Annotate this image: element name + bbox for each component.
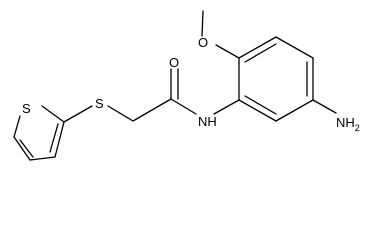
bond-benzene-c2-c3-inner (244, 43, 277, 63)
amide-nh-label: NH (198, 114, 217, 129)
amino-nh2-label: NH2 (336, 115, 360, 133)
bond-thiophene-c2-s (41, 105, 65, 123)
thiophene-ring (13, 105, 65, 161)
bond-benzene-c6-c1-inner (244, 95, 277, 115)
bond-thiophene-s-c5 (13, 115, 21, 138)
bond-benzene-c3-c4 (275, 36, 314, 59)
bond-thiophene-c3-c2 (54, 121, 65, 158)
methoxy-group (201, 10, 240, 59)
bond-benzene-c2-c3 (238, 36, 277, 59)
thioether-sulfur-label: S (95, 96, 104, 111)
bond-n-aryl (213, 99, 240, 115)
bond-o-methyl (201, 10, 204, 37)
bond-thiophene-c5-c4-inner (19, 139, 34, 158)
benzene-ring (238, 36, 314, 122)
bond-aryl-o-methoxy (215, 44, 240, 59)
bond-s-ch2 (107, 105, 134, 122)
bond-benzene-c6-c1 (238, 99, 277, 122)
bond-thiophene-c3-c2-inner (49, 123, 59, 153)
molecule-drawing: S S O NH O NH2 (13, 10, 360, 161)
thiophene-sulfur-label: S (22, 101, 31, 116)
bond-ch2-carbonyl (132, 98, 172, 122)
amino-nh-text: NH (336, 115, 355, 130)
carbonyl-oxygen-label: O (169, 55, 179, 70)
chemical-structure-diagram: S S O NH O NH2 (13, 10, 360, 161)
methoxy-oxygen-label: O (198, 35, 208, 50)
bond-benzene-c5-c6 (275, 99, 314, 122)
amino-subscript: 2 (355, 123, 360, 133)
bond-thiophene-c5-c4 (13, 136, 31, 161)
bond-c2-s-thioether (63, 105, 93, 123)
bond-carbonyl-n (170, 98, 197, 115)
bond-aryl-nh2 (312, 99, 337, 114)
thioacetamide-chain (63, 68, 240, 123)
bond-thiophene-c4-c3 (29, 156, 56, 161)
